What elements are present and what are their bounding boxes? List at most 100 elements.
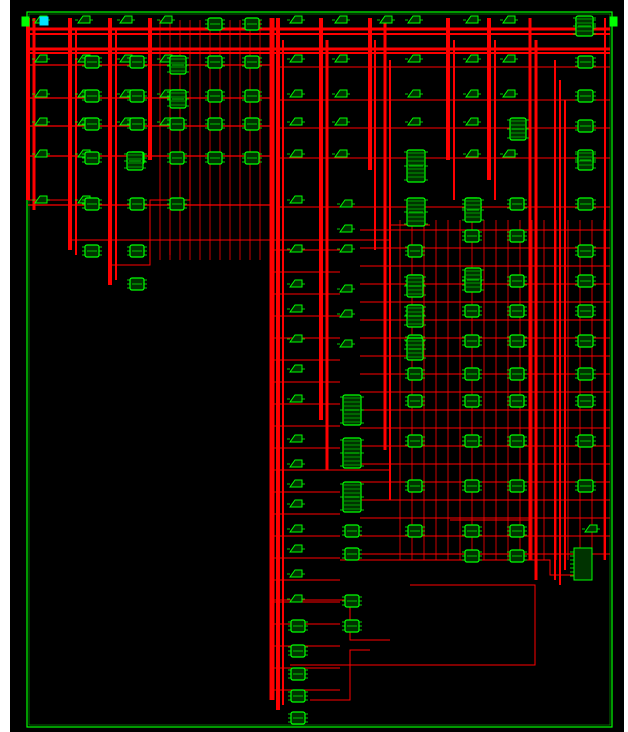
logic-cell[interactable] [462,197,484,223]
logic-cell[interactable] [507,229,527,243]
logic-cell[interactable] [82,89,102,103]
schematic-viewport[interactable] [10,0,624,732]
flip-flop-cell[interactable] [287,149,305,158]
flip-flop-cell[interactable] [287,334,305,343]
logic-cell[interactable] [242,117,262,131]
logic-cell[interactable] [405,367,425,381]
flip-flop-cell[interactable] [287,479,305,488]
logic-cell[interactable] [404,337,426,361]
logic-cell[interactable] [405,479,425,493]
output-port-icon[interactable] [609,16,618,27]
logic-cell[interactable] [507,304,527,318]
logic-cell[interactable] [167,151,187,165]
logic-cell[interactable] [462,304,482,318]
logic-cell[interactable] [405,394,425,408]
flip-flop-cell[interactable] [463,117,481,126]
flip-flop-cell[interactable] [337,244,355,253]
flip-flop-cell[interactable] [332,15,350,24]
logic-cell[interactable] [404,274,426,298]
flip-flop-cell[interactable] [287,544,305,553]
logic-cell[interactable] [405,244,425,258]
flip-flop-cell[interactable] [32,195,50,204]
flip-flop-cell[interactable] [332,89,350,98]
logic-cell[interactable] [404,197,428,227]
flip-flop-cell[interactable] [337,309,355,318]
flip-flop-cell[interactable] [405,15,423,24]
logic-cell[interactable] [405,524,425,538]
logic-cell[interactable] [575,479,596,493]
flip-flop-cell[interactable] [287,394,305,403]
logic-cell[interactable] [82,117,102,131]
logic-cell[interactable] [205,117,225,131]
logic-cell[interactable] [575,149,596,171]
flip-flop-cell[interactable] [332,54,350,63]
logic-cell[interactable] [242,55,262,69]
logic-cell[interactable] [242,151,262,165]
logic-cell[interactable] [340,394,364,426]
flip-flop-cell[interactable] [287,524,305,533]
flip-flop-cell[interactable] [463,89,481,98]
logic-cell[interactable] [242,89,262,103]
logic-cell[interactable] [575,304,596,318]
logic-cell[interactable] [82,55,102,69]
logic-cell[interactable] [462,367,482,381]
logic-cell[interactable] [575,89,596,103]
logic-cell[interactable] [342,594,362,608]
logic-cell[interactable] [124,151,146,171]
flip-flop-cell[interactable] [117,15,135,24]
logic-cell[interactable] [507,334,527,348]
logic-cell[interactable] [205,89,225,103]
flip-flop-cell[interactable] [500,15,518,24]
logic-cell[interactable] [288,711,308,725]
logic-cell[interactable] [82,151,102,165]
logic-cell[interactable] [288,689,308,703]
flip-flop-cell[interactable] [500,54,518,63]
flip-flop-cell[interactable] [287,195,305,204]
flip-flop-cell[interactable] [463,149,481,158]
flip-flop-cell[interactable] [337,284,355,293]
logic-cell[interactable] [340,481,364,513]
logic-cell[interactable] [288,667,308,681]
logic-cell[interactable] [575,197,596,211]
logic-cell[interactable] [82,197,102,211]
flip-flop-cell[interactable] [405,54,423,63]
logic-cell[interactable] [127,55,147,69]
logic-cell[interactable] [205,55,225,69]
logic-cell[interactable] [575,367,596,381]
flip-flop-cell[interactable] [332,117,350,126]
flip-flop-cell[interactable] [500,149,518,158]
flip-flop-cell[interactable] [75,15,93,24]
logic-cell[interactable] [127,197,147,211]
schematic-canvas[interactable] [10,0,624,732]
logic-cell[interactable] [82,244,102,258]
logic-cell[interactable] [242,17,262,31]
logic-cell[interactable] [167,197,187,211]
flip-flop-cell[interactable] [405,89,423,98]
logic-cell[interactable] [462,479,482,493]
flip-flop-cell[interactable] [287,594,305,603]
flip-flop-cell[interactable] [337,224,355,233]
logic-cell[interactable] [167,89,189,109]
flip-flop-cell[interactable] [32,54,50,63]
logic-cell[interactable] [127,117,147,131]
flip-flop-cell[interactable] [32,89,50,98]
flip-flop-cell[interactable] [463,15,481,24]
logic-cell[interactable] [404,149,428,183]
logic-cell[interactable] [205,151,225,165]
logic-cell[interactable] [404,304,426,328]
logic-cell[interactable] [462,394,482,408]
flip-flop-cell[interactable] [287,434,305,443]
logic-cell[interactable] [575,119,596,133]
logic-cell[interactable] [575,244,596,258]
logic-cell[interactable] [575,334,596,348]
logic-cell[interactable] [575,434,596,448]
flip-flop-cell[interactable] [32,149,50,158]
logic-cell[interactable] [342,619,362,633]
flip-flop-cell[interactable] [32,117,50,126]
logic-cell[interactable] [462,229,482,243]
logic-cell[interactable] [575,274,596,288]
logic-cell[interactable] [127,89,147,103]
logic-cell[interactable] [288,619,308,633]
flip-flop-cell[interactable] [287,499,305,508]
logic-cell[interactable] [507,479,527,493]
